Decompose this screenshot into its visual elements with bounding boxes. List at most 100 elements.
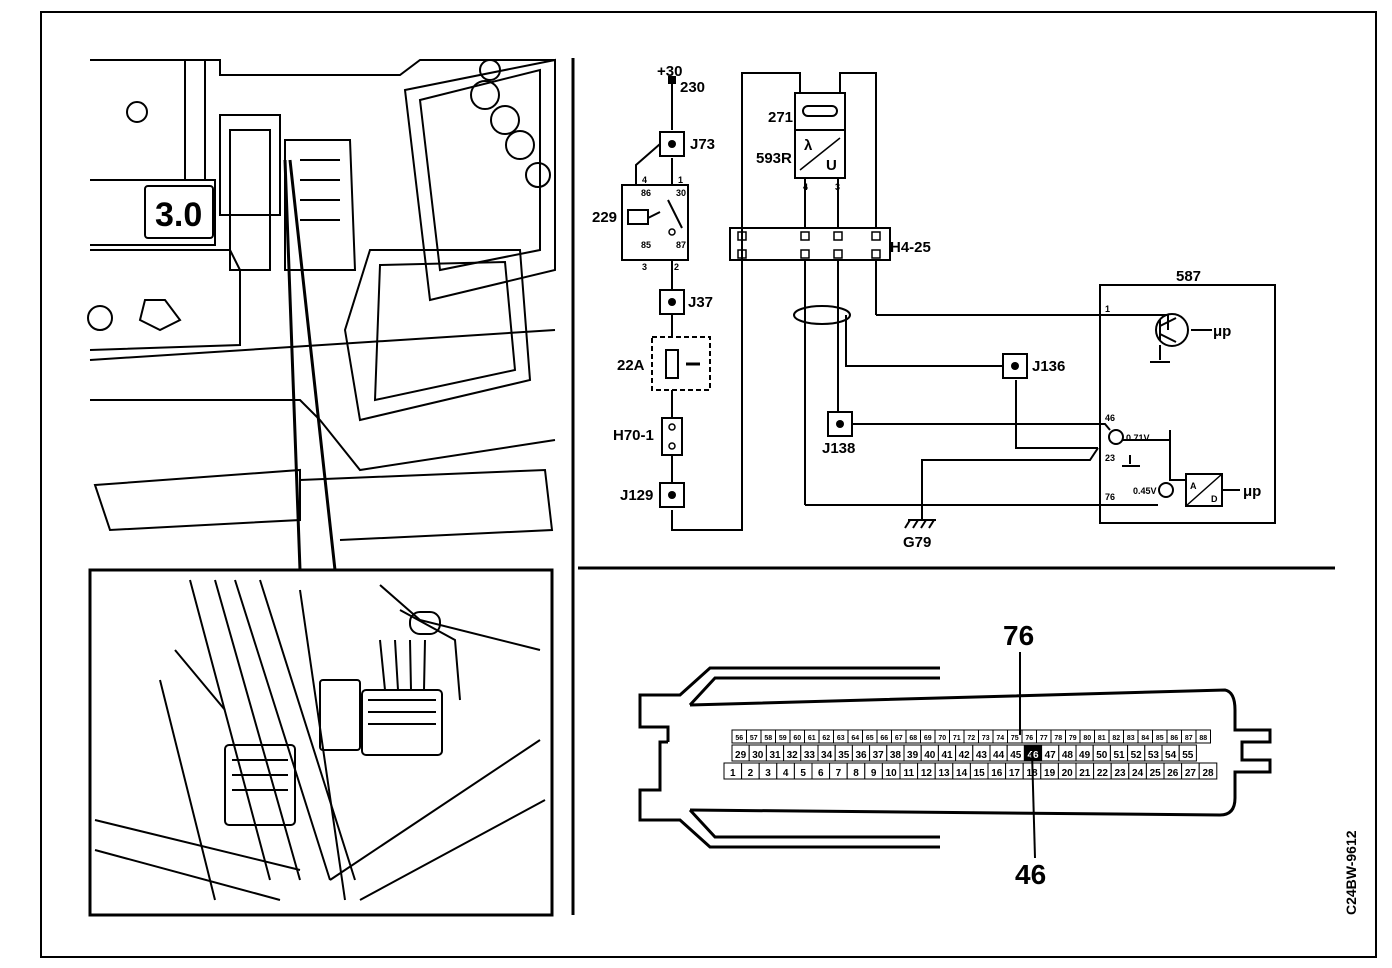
pin-number: 47 [1045,750,1057,761]
pin-number: 52 [1131,750,1143,761]
pin-number: 4 [783,768,789,779]
relay-id: 229 [592,209,617,226]
pin-number: 1 [730,768,736,779]
svg-text:1: 1 [1105,304,1110,314]
pin-number: 53 [1148,750,1160,761]
outer-frame [40,11,1377,958]
pin-number: 84 [1141,735,1149,742]
ecu-587: 587 1 46 23 76 μp 0.71V 0.45V A D μp [1099,268,1276,524]
supply-terminal [668,76,676,84]
svg-text:J73: J73 [690,136,715,153]
pin-number: 17 [1009,768,1021,779]
pin-number: 73 [982,735,990,742]
pin-number: 66 [880,735,888,742]
svg-text:J129: J129 [620,487,653,504]
svg-text:0.45V: 0.45V [1133,486,1157,496]
pin-number: 16 [991,768,1003,779]
wiring-lines [635,72,1240,531]
pin-number: 31 [769,750,781,761]
pin-number: 45 [1010,750,1022,761]
sensor-heater-id: 271 [768,109,793,126]
pin-number: 26 [1167,768,1179,779]
svg-text:μp: μp [1243,483,1261,500]
pin-number: 80 [1083,735,1091,742]
pin-number: 25 [1150,768,1162,779]
pin-number: 2 [748,768,754,779]
pin-number: 14 [956,768,968,779]
pin-number: 30 [752,750,764,761]
pin-number: 10 [886,768,898,779]
engine-badge: 3.0 [155,196,202,234]
svg-text:1: 1 [678,175,683,185]
pin-number: 79 [1069,735,1077,742]
oxygen-sensor: λ U 271 593R 4 3 [756,92,846,192]
pin-number: 75 [1011,735,1019,742]
callout-76: 76 [1003,620,1034,651]
pin-number: 85 [1156,735,1164,742]
figure-code: C24BW-9612 [1343,830,1359,915]
pin-number: 62 [822,735,830,742]
pin-number: 48 [1062,750,1074,761]
svg-text:H70-1: H70-1 [613,427,654,444]
svg-text:4: 4 [642,175,647,185]
connector-h70-1: H70-1 [613,417,683,456]
junction-j136: J136 [1002,353,1065,379]
pin-number: 39 [907,750,919,761]
junction-j138: J138 [822,411,855,457]
connector-closeup-illustration [94,579,546,901]
pin-number: 42 [959,750,971,761]
pin-number: 63 [837,735,845,742]
pin-number: 56 [735,735,743,742]
ecu-id: 587 [1176,268,1201,285]
pin-number: 87 [1185,735,1193,742]
pin-cell [1195,729,1211,744]
ground-label: G79 [903,534,931,551]
pin-number: 12 [921,768,933,779]
pin-number: 43 [976,750,988,761]
pin-number: 57 [750,735,758,742]
pin-number: 37 [873,750,885,761]
engine-badge-text: 3.0 [155,196,202,234]
pin-number: 32 [787,750,799,761]
pin-number: 82 [1112,735,1120,742]
inset-photo-frame [88,568,554,917]
engine-bay-illustration [87,58,556,541]
pin-number: 7 [836,768,842,779]
svg-text:4: 4 [803,182,808,192]
svg-text:A: A [1190,481,1197,491]
pin-number: 71 [953,735,961,742]
pin-number: 70 [938,735,946,742]
pin-number: 46 [1027,750,1039,761]
pin-number: 59 [779,735,787,742]
pin-cell [1198,762,1218,780]
pin-number: 76 [1025,735,1033,742]
pin-number: 72 [967,735,975,742]
pin-number: 55 [1182,750,1194,761]
pin-number: 58 [764,735,772,742]
pin-number: 22 [1097,768,1109,779]
pin-number: 24 [1132,768,1144,779]
shielded-cable-marker [793,305,851,325]
pin-number: 23 [1114,768,1126,779]
pin-number: 38 [890,750,902,761]
pin-number: 65 [866,735,874,742]
svg-text:μp: μp [1213,323,1231,340]
svg-text:85: 85 [641,240,651,250]
pin-cell [1178,744,1197,762]
pin-number: 27 [1185,768,1197,779]
pin-number: 33 [804,750,816,761]
pin-number: 86 [1170,735,1178,742]
fuse-id: 22A [617,357,645,374]
svg-text:23: 23 [1105,453,1115,463]
pin-number: 19 [1044,768,1056,779]
pin-number: 35 [838,750,850,761]
pin-number: 68 [909,735,917,742]
svg-text:76: 76 [1105,492,1115,502]
pin-number: 51 [1113,750,1125,761]
connector-h4-25: H4-25 [729,227,931,261]
sensor-id: 593R [756,150,792,167]
pin-number: 49 [1079,750,1091,761]
callout-46-line [1031,751,1036,859]
svg-text:λ: λ [804,137,813,154]
